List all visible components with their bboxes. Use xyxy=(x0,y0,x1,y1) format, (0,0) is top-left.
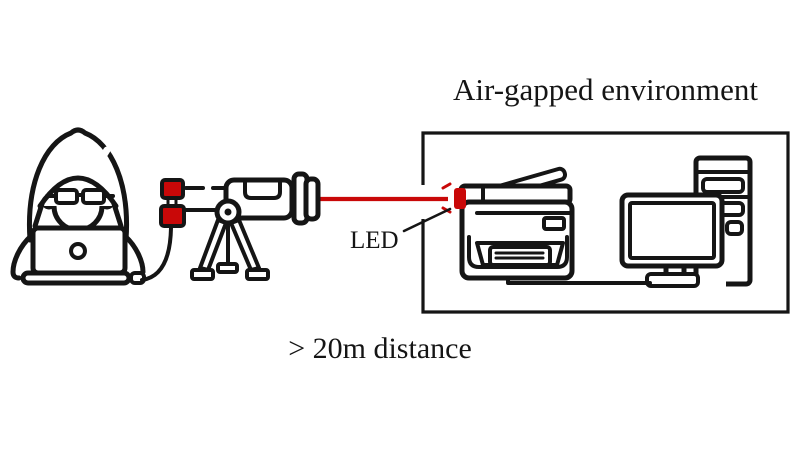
led-pointer-line xyxy=(402,207,452,233)
led-label: LED xyxy=(350,227,399,254)
telescope-on-tripod-icon xyxy=(184,171,321,281)
screen xyxy=(628,201,716,260)
lens-cap xyxy=(303,176,321,222)
tripod-icon xyxy=(190,218,270,281)
laptop-logo xyxy=(69,242,87,260)
usb-cable xyxy=(140,226,173,282)
led-indicator xyxy=(441,182,466,214)
right-arm xyxy=(122,233,146,275)
glasses-icon xyxy=(45,188,115,205)
environment-title: Air-gapped environment xyxy=(453,72,758,107)
monitor-stand xyxy=(645,272,700,288)
laptop-icon xyxy=(20,225,146,286)
printer-display xyxy=(542,216,566,231)
hooded-attacker-icon xyxy=(10,127,186,286)
usb-tap-device-icon xyxy=(159,178,186,228)
paper xyxy=(488,245,552,267)
printer-icon xyxy=(441,166,652,285)
left-arm xyxy=(10,233,34,281)
desktop-computer-icon xyxy=(619,155,753,288)
power-button-icon xyxy=(725,220,744,236)
distance-label: > 20m distance xyxy=(288,332,472,365)
air-gapped-boundary-box xyxy=(420,131,790,314)
monitor-icon xyxy=(619,192,725,288)
printer-cable xyxy=(506,276,652,285)
